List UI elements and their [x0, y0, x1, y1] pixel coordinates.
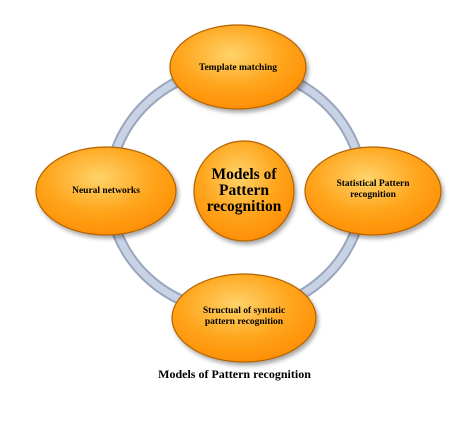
node-top-ellipse — [169, 24, 307, 110]
center-node-circle — [193, 140, 295, 242]
diagram-caption: Models of Pattern recognition — [158, 367, 311, 381]
node-left-ellipse — [35, 146, 177, 236]
node-right-ellipse — [304, 146, 442, 236]
node-bottom-ellipse — [171, 273, 317, 363]
